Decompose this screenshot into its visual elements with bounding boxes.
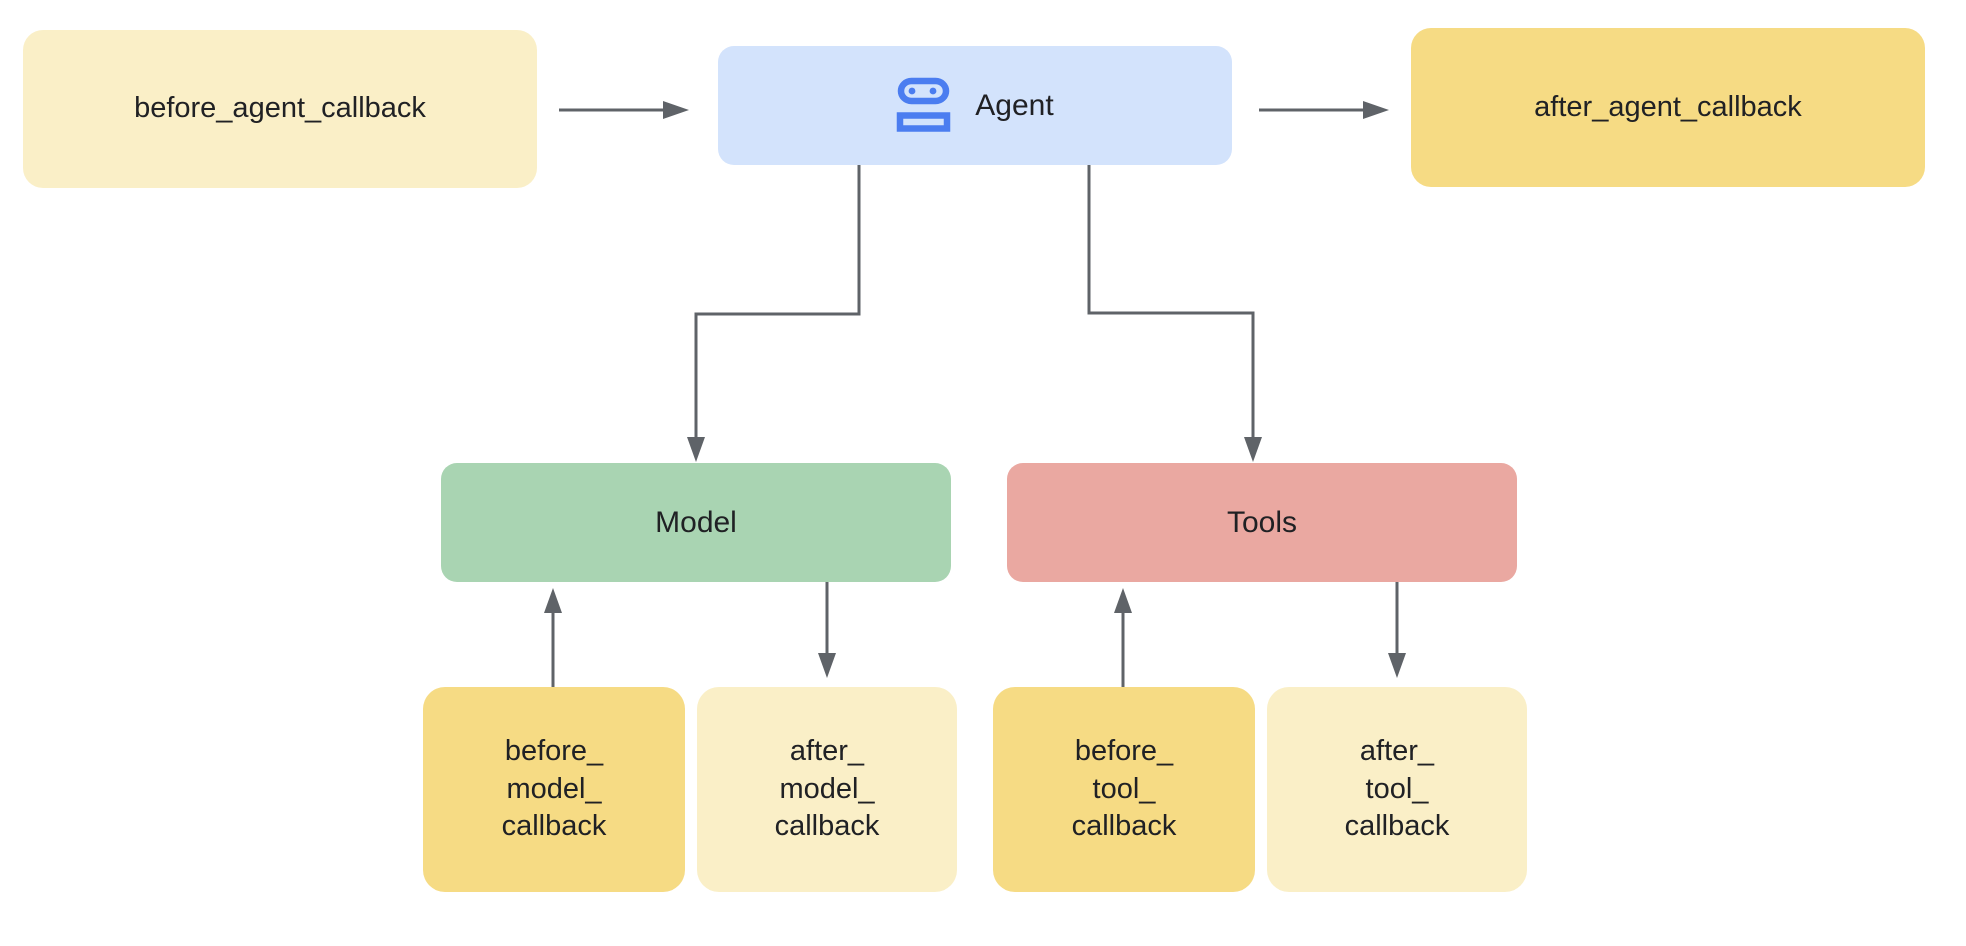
node-after-tool-callback: after_ tool_ callback (1267, 687, 1527, 892)
node-label: Model (655, 506, 737, 539)
connector-agent-to-model (687, 165, 861, 462)
arrow-before-tool-to-tools (1114, 588, 1132, 687)
node-label: before_ model_ callback (501, 734, 607, 843)
arrow-before-model-to-model (544, 588, 562, 687)
node-after-agent-callback: after_agent_callback (1411, 28, 1925, 187)
node-before-tool-callback: before_ tool_ callback (993, 687, 1255, 892)
connector-agent-to-tools (1087, 165, 1262, 462)
arrow-tools-to-after-tool (1388, 582, 1406, 678)
arrow-before-agent-to-agent (559, 101, 689, 119)
node-before-agent-callback: before_agent_callback (23, 30, 537, 188)
node-label: after_ model_ callback (774, 734, 880, 843)
node-agent: Agent (718, 46, 1232, 165)
arrow-agent-to-after-agent (1259, 101, 1389, 119)
connectors (544, 101, 1406, 687)
node-model: Model (441, 463, 951, 582)
node-after-model-callback: after_ model_ callback (697, 687, 957, 892)
arrow-model-to-after-model (818, 582, 836, 678)
node-label: Agent (975, 89, 1054, 122)
robot-icon (897, 77, 951, 132)
node-before-model-callback: before_ model_ callback (423, 687, 685, 892)
node-label: after_ tool_ callback (1344, 734, 1450, 843)
node-label: Tools (1226, 506, 1298, 539)
node-label: before_agent_callback (134, 92, 426, 125)
node-label: after_agent_callback (1534, 90, 1802, 123)
node-tools: Tools (1007, 463, 1517, 582)
node-label: before_ tool_ callback (1071, 734, 1177, 843)
